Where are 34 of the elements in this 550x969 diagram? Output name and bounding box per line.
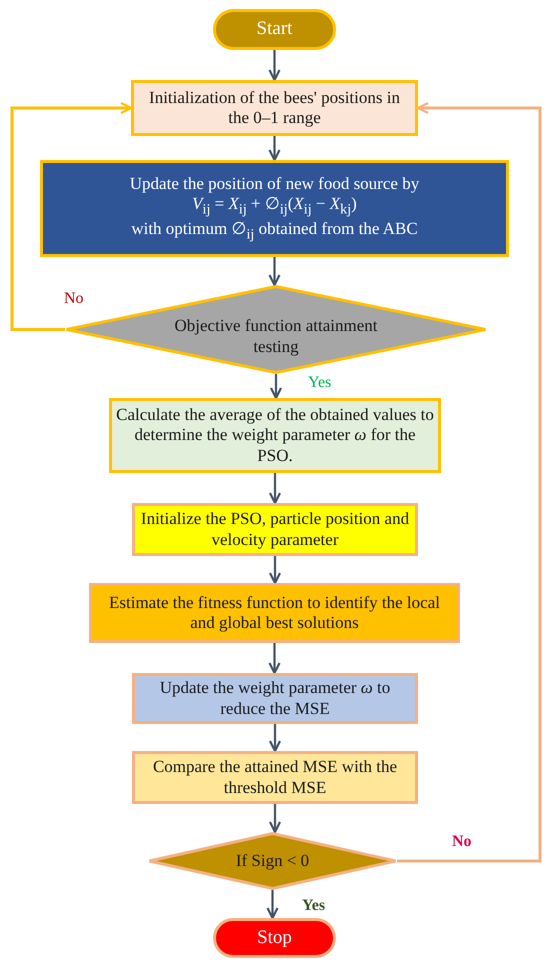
terminal-pill: [213, 9, 336, 50]
arrow: [266, 890, 279, 920]
process-box: [40, 160, 509, 257]
arrow: [397, 102, 542, 862]
arrow: [268, 473, 282, 504]
arrow: [268, 136, 281, 162]
step-text: Initialize the PSO, particle position and velocity parameter: [140, 509, 410, 550]
step-text: V$_{ij}$ = X$_{ij}$ + ∅$_{ij}$(X$_{ij}$ − X$_{kj}$): [192, 194, 357, 219]
step-text: with optimum ∅$_{ij}$ obtained from the ABC: [131, 218, 418, 244]
arrow: [10, 102, 132, 331]
arrow: [270, 374, 282, 400]
arrow: [268, 643, 281, 674]
process-box: [131, 80, 418, 136]
step-text: Estimate the fitness function to identify the local and global best solutions: [108, 592, 441, 634]
step-text: Update the weight parameter ω to reduce the MSE: [158, 678, 392, 719]
step-text: Compare the attained MSE with the threshold MSE: [152, 757, 398, 798]
process-box: [132, 503, 418, 556]
step-text: Calculate the average of the obtained values to determine the weight parameter ω for the PSO.: [116, 404, 434, 466]
step-text: Start: [256, 18, 292, 41]
terminal-pill: [213, 918, 336, 958]
process-box: [132, 673, 418, 724]
process-box: [132, 751, 418, 804]
step-text: Stop: [257, 926, 292, 950]
step-text: Initialization of the bees' positions in the 0–1 range: [148, 88, 401, 128]
arrow: [268, 50, 281, 82]
process-box: [89, 583, 460, 643]
process-box: [109, 398, 441, 473]
decision-text: If Sign < 0: [236, 850, 310, 872]
step-text: Update the position of new food source by: [130, 174, 420, 194]
arrow: [268, 257, 281, 286]
arrow: [268, 724, 282, 752]
decision-text: Objective function attainment testing: [174, 316, 378, 357]
arrow: [268, 556, 282, 584]
arrow: [268, 804, 282, 834]
